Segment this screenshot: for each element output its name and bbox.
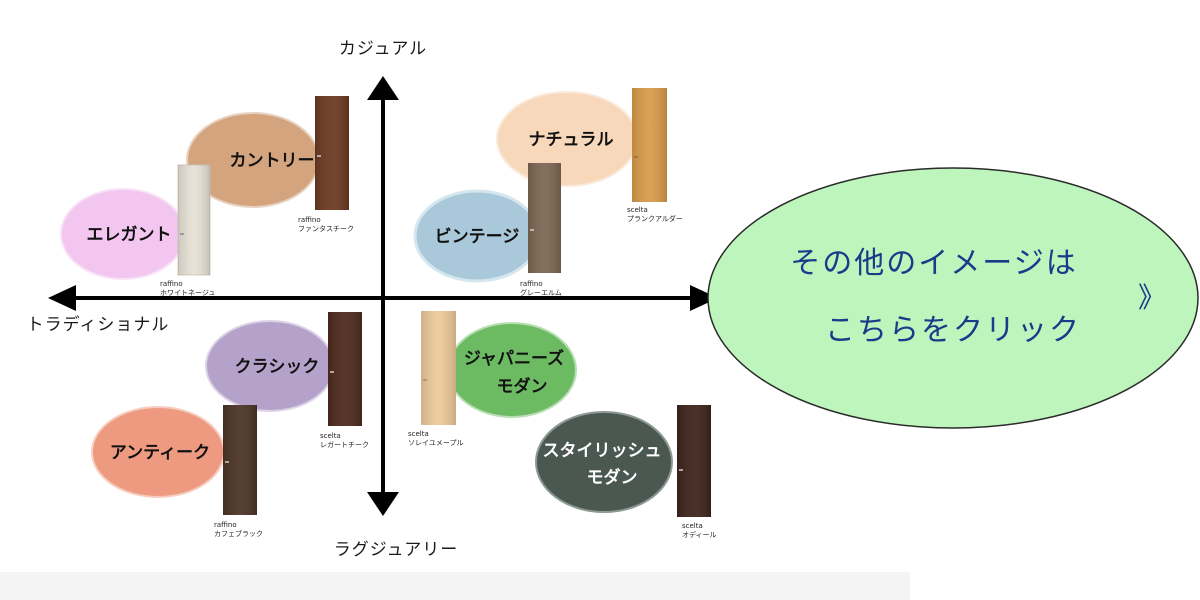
door-odeel[interactable]: scelta オディール <box>677 405 717 539</box>
category-label: ナチュラル <box>529 130 614 150</box>
door-brand: scelta <box>408 430 429 438</box>
door-shading <box>528 163 561 273</box>
category-vintage[interactable]: ビンテージ <box>413 189 541 283</box>
door-brand: raffino <box>214 521 237 529</box>
category-ellipse <box>535 411 673 513</box>
door-shading <box>223 405 257 515</box>
door-whitenage[interactable]: raffino ホワイトネージュ <box>160 164 215 297</box>
category-classic[interactable]: クラシック <box>205 320 335 412</box>
cta-ellipse <box>707 167 1199 429</box>
category-label: ジャパニーズ <box>464 348 564 369</box>
axis-label-bottom: ラグジュアリー <box>334 540 458 560</box>
category-japanese-modern[interactable]: ジャパニーズ モダン <box>447 322 577 418</box>
door-name: オディール <box>682 530 717 539</box>
category-ellipse <box>447 322 577 418</box>
category-label: アンティーク <box>110 443 210 463</box>
door-shading <box>677 405 711 517</box>
door-legarteak[interactable]: scelta レガートチーク <box>320 312 369 449</box>
category-label-line2: モダン <box>497 376 548 397</box>
door-name: カフェブラック <box>214 529 263 538</box>
door-greyelm[interactable]: raffino グレーエルム <box>520 163 562 297</box>
door-cafeblack[interactable]: raffino カフェブラック <box>214 405 263 538</box>
category-elegant[interactable]: エレガント <box>60 188 186 280</box>
axis-arrow-up-icon <box>367 76 399 100</box>
door-shading <box>328 312 362 426</box>
door-plankalder[interactable]: scelta プランクアルダー <box>627 88 683 223</box>
door-shading <box>632 88 667 202</box>
door-brand: scelta <box>627 206 648 214</box>
category-label: スタイリッシュ <box>543 441 662 461</box>
axis-arrow-down-icon <box>367 492 399 516</box>
axis-arrow-left-icon <box>48 285 76 311</box>
category-label: ビンテージ <box>435 227 520 247</box>
door-name: レガートチーク <box>320 440 369 449</box>
category-antique[interactable]: アンティーク <box>91 406 225 498</box>
category-stylish-modern[interactable]: スタイリッシュ モダン <box>535 411 673 513</box>
more-images-link[interactable]: その他のイメージは こちらをクリック 》 <box>707 167 1199 429</box>
door-shading <box>421 311 456 425</box>
door-name: ソレイユメープル <box>408 439 463 447</box>
door-name: グレーエルム <box>520 288 562 297</box>
category-natural[interactable]: ナチュラル <box>496 91 638 187</box>
door-brand: scelta <box>682 522 703 530</box>
axis-label-left: トラディショナル <box>27 314 170 335</box>
axes <box>48 76 718 516</box>
door-soleimaple[interactable]: scelta ソレイユメープル <box>408 311 463 447</box>
category-label: エレガント <box>87 225 172 245</box>
door-brand: raffino <box>160 280 183 288</box>
cta-text-line2: こちらをクリック <box>825 313 1081 348</box>
door-brand: raffino <box>298 216 321 224</box>
door-name: ホワイトネージュ <box>160 289 215 297</box>
double-chevron-right-icon: 》 <box>1138 281 1166 314</box>
cta-text-line1: その他のイメージは <box>790 246 1077 281</box>
category-label: カントリー <box>230 151 315 171</box>
door-shading <box>315 96 349 210</box>
axis-label-top: カジュアル <box>339 39 427 59</box>
door-shading <box>178 165 210 275</box>
door-brand: scelta <box>320 432 341 440</box>
door-name: プランクアルダー <box>627 214 683 223</box>
door-brand: raffino <box>520 280 543 288</box>
door-name: ファンタスチーク <box>298 224 354 233</box>
category-label: クラシック <box>235 357 320 377</box>
category-label-line2: モダン <box>587 467 638 488</box>
axis-arrow-right-icon <box>690 285 718 311</box>
door-fantasteak[interactable]: raffino ファンタスチーク <box>298 96 354 233</box>
bottom-band <box>0 572 910 600</box>
